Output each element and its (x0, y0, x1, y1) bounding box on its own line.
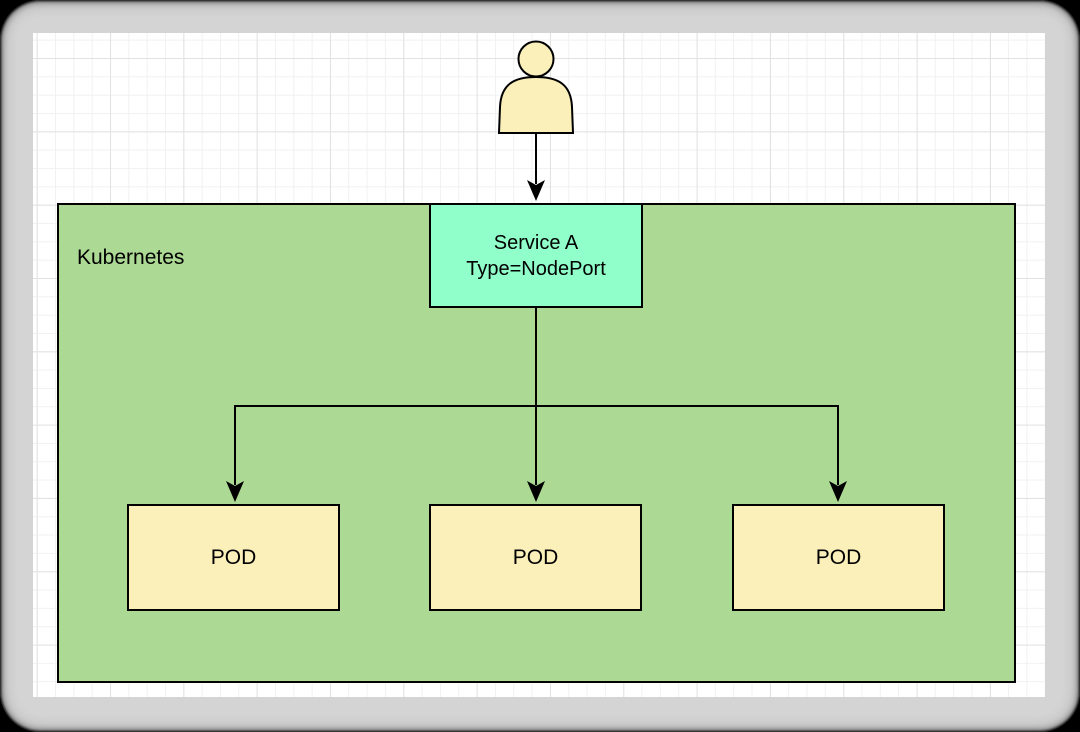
pod-label: POD (210, 545, 257, 569)
kubernetes-label: Kubernetes (77, 246, 185, 269)
service-label-line2: Type=NodePort (466, 257, 606, 280)
service-node: Service A Type=NodePort (429, 203, 643, 308)
pod-label: POD (815, 545, 862, 569)
pod-node-3: POD (732, 504, 945, 611)
service-label-line1: Service A (493, 231, 579, 254)
pod-node-1: POD (127, 504, 340, 611)
pod-node-2: POD (429, 504, 642, 611)
pod-label: POD (512, 545, 559, 569)
